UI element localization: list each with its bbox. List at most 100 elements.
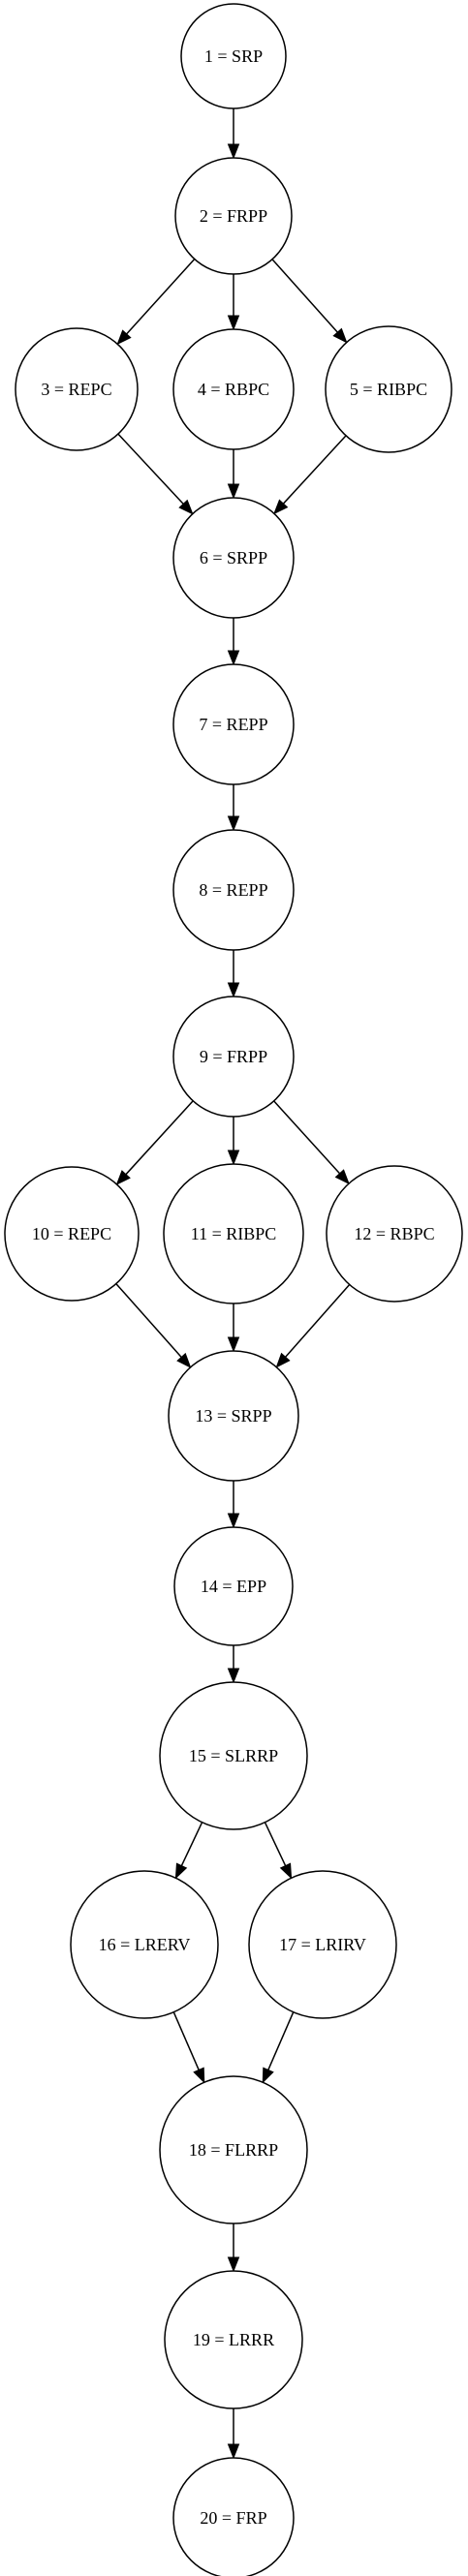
edge-17-to-18 xyxy=(262,2011,295,2084)
arrowhead-icon xyxy=(227,1150,240,1166)
node-circle xyxy=(159,1681,308,1830)
edge-4-to-6 xyxy=(227,449,240,500)
edge-13-to-14 xyxy=(227,1481,240,1529)
node-7: 7 = REPP xyxy=(172,663,295,785)
node-circle xyxy=(248,1870,397,2019)
arrowhead-icon xyxy=(227,982,240,998)
edge-19-to-20 xyxy=(227,2408,240,2460)
node-20: 20 = FRP xyxy=(172,2457,295,2576)
edge-8-to-9 xyxy=(227,950,240,998)
edge-2-to-3 xyxy=(116,258,196,346)
node-circle xyxy=(173,1526,294,1646)
edge-14-to-15 xyxy=(227,1645,240,1684)
node-circle xyxy=(180,3,287,109)
node-6: 6 = SRPP xyxy=(172,497,295,619)
node-label: 4 = RBPC xyxy=(198,380,269,399)
arrowhead-icon xyxy=(262,2067,274,2084)
node-circle xyxy=(4,1166,140,1302)
arrowhead-icon xyxy=(227,2256,240,2273)
edge-line xyxy=(125,1100,194,1176)
node-circle xyxy=(168,1350,299,1482)
edge-11-to-13 xyxy=(227,1303,240,1353)
arrowhead-icon xyxy=(227,815,240,832)
edge-9-to-11 xyxy=(227,1117,240,1166)
node-label: 14 = EPP xyxy=(201,1577,266,1596)
arrowhead-icon xyxy=(273,499,289,515)
node-circle xyxy=(172,996,295,1118)
node-circle xyxy=(174,157,293,275)
arrowhead-icon xyxy=(174,1862,188,1880)
edge-6-to-7 xyxy=(227,618,240,666)
node-12: 12 = RBPC xyxy=(326,1165,463,1303)
node-circle xyxy=(164,2270,303,2409)
node-label: 2 = FRPP xyxy=(200,206,267,226)
edge-15-to-17 xyxy=(264,1822,293,1880)
arrowhead-icon xyxy=(334,1169,350,1185)
node-label: 9 = FRPP xyxy=(200,1047,267,1066)
edge-9-to-12 xyxy=(273,1100,350,1185)
edge-1-to-2 xyxy=(227,108,240,160)
node-circle xyxy=(163,1163,304,1304)
arrowhead-icon xyxy=(193,2067,205,2084)
arrowhead-icon xyxy=(227,1336,240,1353)
node-19: 19 = LRRR xyxy=(164,2270,303,2409)
node-14: 14 = EPP xyxy=(173,1526,294,1646)
nodes-layer: 1 = SRP 2 = FRPP 3 = REPC 4 = RBPC 5 = RIBPC… xyxy=(4,3,463,2576)
edge-line xyxy=(273,1100,341,1175)
node-label: 6 = SRPP xyxy=(200,548,267,567)
node-label: 18 = FLRRP xyxy=(189,2140,278,2160)
edge-5-to-6 xyxy=(273,435,347,515)
arrowhead-icon xyxy=(115,1170,131,1186)
arrowhead-icon xyxy=(227,650,240,666)
node-8: 8 = REPP xyxy=(172,829,295,951)
node-circle xyxy=(325,325,452,453)
node-label: 20 = FRP xyxy=(200,2508,266,2528)
node-label: 13 = SRPP xyxy=(195,1406,271,1426)
node-label: 17 = LRIRV xyxy=(279,1935,366,1954)
arrowhead-icon xyxy=(178,499,194,515)
edge-line xyxy=(172,2011,200,2070)
node-4: 4 = RBPC xyxy=(172,328,295,450)
edge-line xyxy=(126,258,196,335)
node-label: 10 = REPC xyxy=(32,1224,111,1243)
edges-layer xyxy=(115,108,351,2460)
node-circle xyxy=(70,1870,219,2019)
node-label: 1 = SRP xyxy=(204,46,263,66)
node-circle xyxy=(172,829,295,951)
node-9: 9 = FRPP xyxy=(172,996,295,1118)
node-circle xyxy=(159,2075,308,2224)
arrowhead-icon xyxy=(227,1668,240,1684)
node-3: 3 = REPC xyxy=(15,327,139,451)
node-label: 3 = REPC xyxy=(41,380,111,399)
node-5: 5 = RIBPC xyxy=(325,325,452,453)
node-15: 15 = SLRRP xyxy=(159,1681,308,1830)
node-2: 2 = FRPP xyxy=(174,157,293,275)
node-label: 16 = LRERV xyxy=(99,1935,191,1954)
node-circle xyxy=(326,1165,463,1303)
arrowhead-icon xyxy=(227,2443,240,2460)
edge-9-to-10 xyxy=(115,1100,194,1186)
node-label: 11 = RIBPC xyxy=(191,1224,277,1243)
node-circle xyxy=(172,497,295,619)
edge-2-to-4 xyxy=(227,274,240,331)
edge-line xyxy=(264,1822,287,1866)
arrowhead-icon xyxy=(116,329,132,346)
arrowhead-icon xyxy=(227,143,240,160)
arrowhead-icon xyxy=(275,1352,291,1368)
arrowhead-icon xyxy=(227,315,240,331)
node-circle xyxy=(172,328,295,450)
node-13: 13 = SRPP xyxy=(168,1350,299,1482)
arrowhead-icon xyxy=(176,1352,192,1368)
edge-line xyxy=(180,1822,203,1866)
edge-line xyxy=(271,259,338,333)
arrowhead-icon xyxy=(227,483,240,500)
node-18: 18 = FLRRP xyxy=(159,2075,308,2224)
node-circle xyxy=(172,663,295,785)
node-10: 10 = REPC xyxy=(4,1166,140,1302)
edge-line xyxy=(267,2011,295,2070)
edge-line xyxy=(115,1283,182,1358)
node-circle xyxy=(15,327,139,451)
edge-10-to-13 xyxy=(115,1283,192,1368)
edge-7-to-8 xyxy=(227,784,240,832)
